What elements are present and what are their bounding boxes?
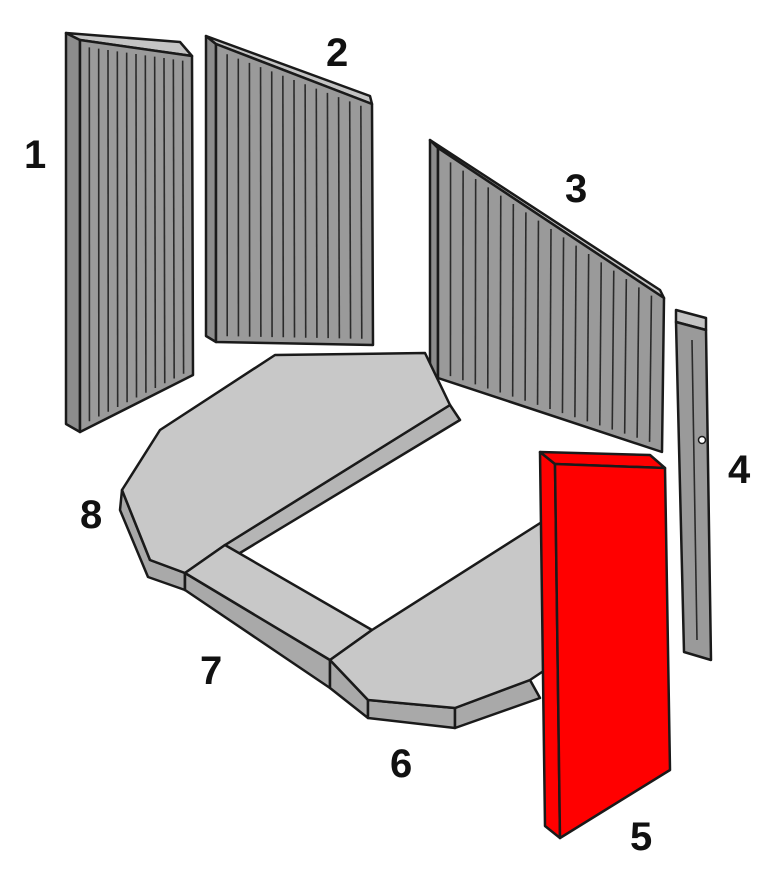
panel-groove [598, 262, 603, 426]
label-part-1: 1 [24, 133, 46, 177]
label-part-4: 4 [728, 448, 751, 492]
label-part-3: 3 [565, 167, 587, 211]
label-part-8: 8 [80, 493, 102, 537]
panel-groove [499, 195, 502, 393]
panel-groove [181, 60, 185, 374]
panel-groove [326, 92, 329, 339]
part-5-highlighted-panel[interactable] [538, 450, 672, 840]
panel-groove [574, 245, 577, 418]
panel-groove [337, 97, 341, 339]
panel-groove [549, 228, 552, 410]
part-6-floor-front[interactable] [328, 518, 550, 730]
panel-groove [648, 295, 653, 442]
panel-groove [315, 88, 318, 338]
panel-groove [144, 55, 147, 393]
panel-groove [293, 79, 296, 338]
panel-groove [561, 237, 565, 414]
label-part-6: 6 [390, 742, 412, 786]
label-part-5: 5 [630, 815, 652, 859]
part-3-back-panel[interactable] [428, 138, 666, 454]
panel-groove [172, 59, 175, 379]
panel-groove [304, 84, 307, 338]
part-8-floor-rear[interactable] [118, 351, 462, 592]
label-part-7: 7 [200, 649, 222, 693]
panel-groove [586, 253, 590, 422]
panel-groove [360, 105, 363, 339]
panel-groove [135, 53, 138, 398]
panel-groove [511, 203, 515, 397]
part-2-side-panel[interactable] [204, 34, 375, 347]
panel-groove [153, 56, 157, 389]
panel-groove [636, 287, 640, 438]
panel-groove [611, 270, 615, 430]
panel-groove [348, 101, 352, 339]
strip-hole-icon [697, 435, 707, 445]
part-4-narrow-strip[interactable] [674, 308, 713, 662]
part-1-left-panel[interactable] [64, 31, 195, 434]
label-part-2: 2 [326, 31, 348, 75]
panel-groove [524, 212, 527, 401]
panel-groove [163, 57, 166, 384]
panel-groove [536, 220, 540, 405]
panel-groove [623, 278, 628, 434]
